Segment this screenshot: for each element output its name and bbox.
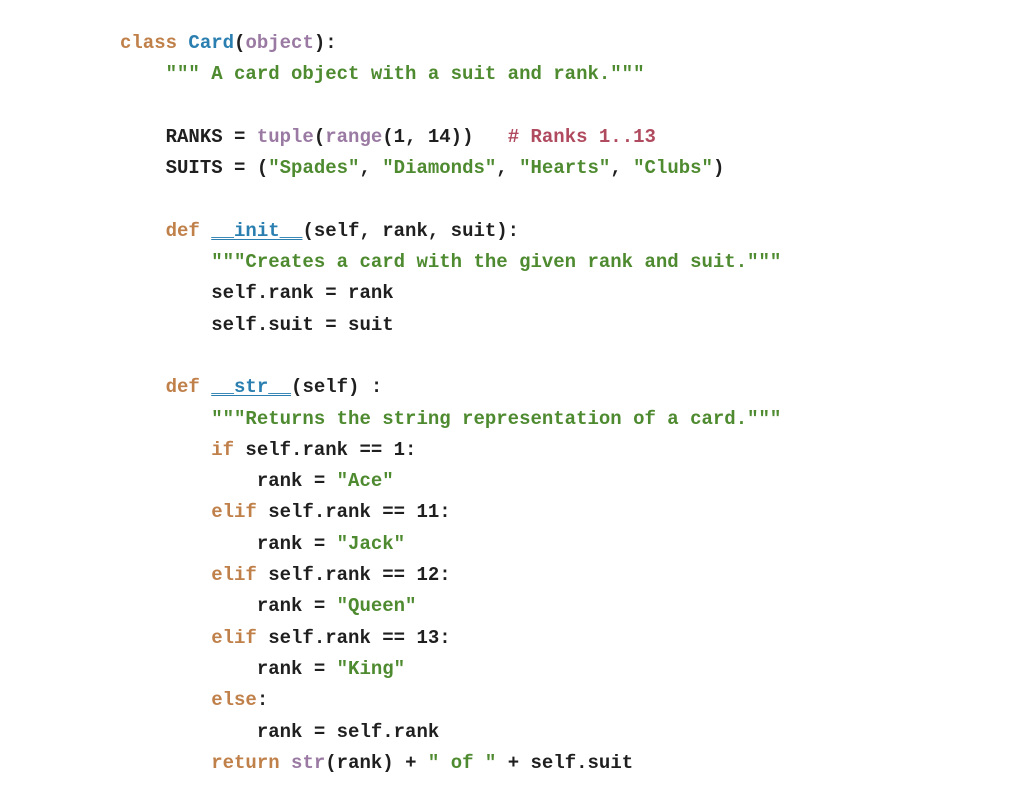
- code-token: [120, 251, 211, 273]
- code-token: def: [165, 376, 212, 399]
- code-line: """ A card object with a suit and rank."…: [120, 59, 781, 90]
- code-token: self.rank = rank: [120, 282, 394, 305]
- code-token: " of ": [427, 751, 497, 774]
- code-token: self.rank == 1:: [234, 438, 417, 461]
- code-token: str: [291, 751, 326, 774]
- code-token: elif: [211, 626, 257, 649]
- code-token: ):: [313, 32, 337, 54]
- code-line: elif self.rank == 11:: [120, 497, 781, 528]
- code-token: self.rank == 11:: [256, 501, 451, 524]
- code-block: class Card(object): """ A card object wi…: [120, 28, 781, 779]
- code-token: # Ranks 1..13: [507, 125, 656, 148]
- code-token: "Jack": [336, 532, 406, 555]
- code-line: else:: [120, 685, 781, 716]
- code-token: SUITS = (: [120, 157, 269, 180]
- code-token: "Hearts": [519, 157, 611, 180]
- code-line: self.suit = suit: [120, 310, 781, 341]
- code-token: self.rank == 12:: [256, 564, 451, 587]
- code-token: """ A card object with a suit and rank."…: [165, 63, 645, 86]
- code-token: [120, 627, 211, 649]
- code-token: (self, rank, suit):: [302, 219, 520, 242]
- code-line: def __str__(self) :: [120, 372, 781, 403]
- code-token: [120, 376, 166, 398]
- code-token: elif: [211, 564, 257, 587]
- code-token: [120, 220, 166, 242]
- code-token: "King": [336, 657, 406, 680]
- code-line: def __init__(self, rank, suit):: [120, 216, 781, 247]
- code-line: rank = "King": [120, 654, 781, 685]
- code-token: rank =: [120, 657, 337, 680]
- code-line: elif self.rank == 12:: [120, 560, 781, 591]
- code-token: Card: [188, 32, 235, 54]
- code-token: """Creates a card with the given rank an…: [211, 251, 782, 274]
- code-token: :: [256, 689, 269, 712]
- code-line: rank = "Ace": [120, 466, 781, 497]
- code-token: "Queen": [336, 595, 417, 618]
- code-line: elif self.rank == 13:: [120, 623, 781, 654]
- code-token: (self) :: [291, 376, 383, 399]
- code-token: ,: [359, 157, 383, 180]
- code-line: RANKS = tuple(range(1, 14)) # Ranks 1..1…: [120, 122, 781, 153]
- code-token: + self.suit: [496, 751, 634, 774]
- code-token: """Returns the string representation of …: [211, 407, 782, 430]
- code-token: [120, 752, 211, 774]
- code-token: [120, 689, 211, 711]
- code-line: ​: [120, 184, 781, 215]
- code-token: "Ace": [336, 470, 394, 493]
- code-token: [120, 501, 211, 523]
- code-line: ​: [120, 91, 781, 122]
- code-token: object: [245, 32, 314, 54]
- code-token: range: [325, 125, 383, 148]
- code-line: ​: [120, 341, 781, 372]
- code-token: ): [712, 157, 725, 180]
- code-token: else: [211, 689, 257, 712]
- code-token: "Spades": [268, 157, 360, 180]
- code-token: "Diamonds": [382, 157, 497, 180]
- code-line: if self.rank == 1:: [120, 435, 781, 466]
- code-token: [120, 63, 166, 85]
- code-line: SUITS = ("Spades", "Diamonds", "Hearts",…: [120, 153, 781, 184]
- code-line: rank = self.rank: [120, 717, 781, 748]
- code-token: elif: [211, 501, 257, 524]
- code-token: (rank) +: [325, 751, 428, 774]
- code-token: ,: [496, 157, 520, 180]
- code-token: def: [165, 219, 212, 242]
- code-line: return str(rank) + " of " + self.suit: [120, 748, 781, 779]
- code-token: "Clubs": [633, 157, 713, 180]
- code-token: tuple: [256, 125, 314, 148]
- code-token: rank =: [120, 595, 337, 618]
- code-line: """Creates a card with the given rank an…: [120, 247, 781, 278]
- code-line: rank = "Jack": [120, 529, 781, 560]
- code-token: (1, 14)): [382, 125, 508, 148]
- code-line: rank = "Queen": [120, 591, 781, 622]
- code-token: [120, 408, 211, 430]
- code-token: ,: [610, 157, 634, 180]
- code-token: __str__: [211, 376, 292, 399]
- code-token: self.rank == 13:: [256, 626, 451, 649]
- code-token: self.suit = suit: [120, 313, 394, 336]
- code-token: rank =: [120, 532, 337, 555]
- code-token: __init__: [211, 219, 303, 242]
- code-line: self.rank = rank: [120, 278, 781, 309]
- code-token: [120, 439, 211, 461]
- code-token: (: [313, 125, 326, 148]
- code-line: class Card(object):: [120, 28, 781, 59]
- code-token: rank = self.rank: [120, 720, 440, 743]
- code-token: class: [120, 32, 189, 54]
- code-line: """Returns the string representation of …: [120, 404, 781, 435]
- code-token: return: [211, 751, 292, 774]
- code-token: (: [234, 32, 246, 54]
- code-token: rank =: [120, 470, 337, 493]
- code-token: [120, 564, 211, 586]
- code-token: if: [211, 438, 235, 461]
- code-token: RANKS =: [120, 125, 257, 148]
